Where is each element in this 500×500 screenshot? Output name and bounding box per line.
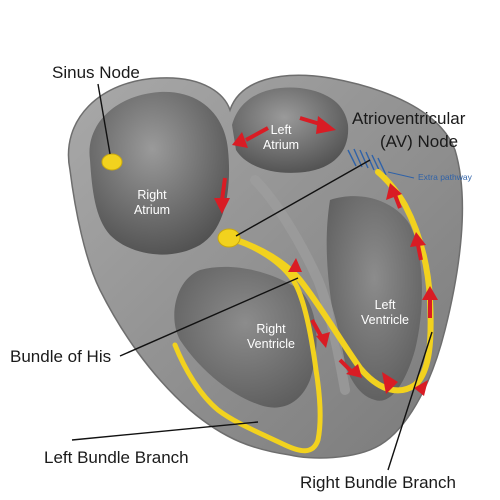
extra-pathway-leader	[387, 171, 415, 179]
label-left-ventricle: Left Ventricle	[352, 298, 418, 328]
label-right-ventricle: Right Ventricle	[236, 322, 306, 352]
extra-pathway-marker	[347, 148, 387, 176]
right-ventricle-line2: Ventricle	[247, 337, 295, 351]
left-atrium-line1: Left	[270, 123, 292, 137]
label-right-atrium: Right Atrium	[122, 188, 182, 218]
label-extra-pathway: Extra pathway	[418, 172, 472, 182]
right-atrium-cavity	[89, 91, 230, 255]
septum	[250, 175, 350, 395]
label-left-atrium: Left Atrium	[256, 123, 306, 153]
label-left-bundle-branch: Left Bundle Branch	[44, 448, 189, 467]
right-atrium-line2: Atrium	[133, 203, 171, 217]
label-av-node-line1: Atrioventricular	[352, 109, 466, 128]
sinus-node	[101, 153, 123, 171]
label-av-node-line2: (AV) Node	[380, 132, 459, 151]
av-node	[217, 228, 241, 248]
signal-arrows	[214, 116, 438, 396]
left-ventricle-line1: Left	[374, 298, 396, 312]
label-right-bundle-branch: Right Bundle Branch	[300, 473, 456, 492]
right-ventricle-cavity	[174, 266, 317, 408]
leader-lines	[71, 83, 433, 471]
left-atrium-line2: Atrium	[262, 138, 300, 152]
label-sinus-node: Sinus Node	[52, 63, 140, 82]
left-ventricle-line2: Ventricle	[361, 313, 409, 327]
right-atrium-line1: Right	[137, 188, 167, 202]
label-bundle-of-his: Bundle of His	[10, 347, 112, 366]
left-atrium-cavity	[232, 87, 349, 173]
right-ventricle-line1: Right	[256, 322, 286, 336]
